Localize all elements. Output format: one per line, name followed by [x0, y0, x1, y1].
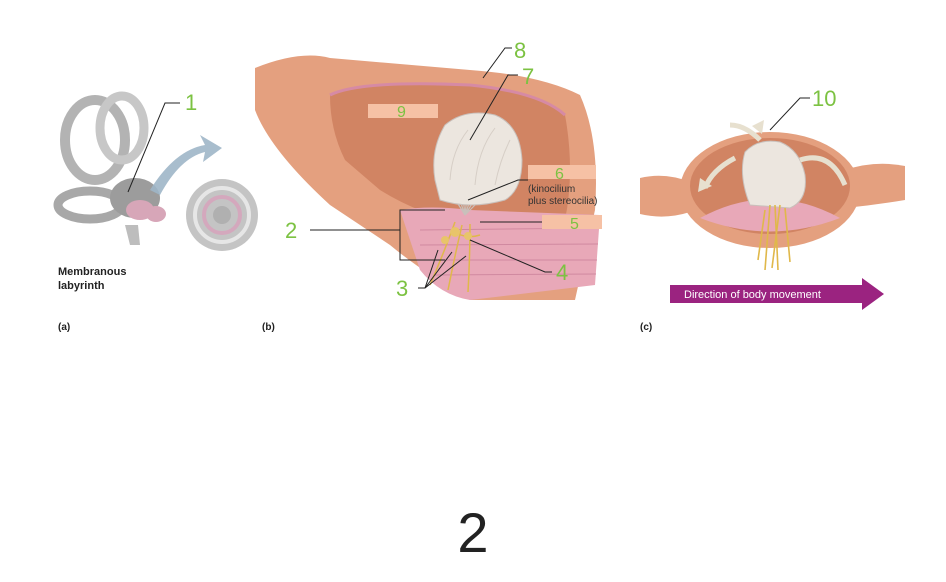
semicircular-canal-posterior: [95, 91, 149, 165]
label-1: 1: [185, 90, 197, 115]
label-4: 4: [556, 260, 568, 285]
duct-left: [640, 175, 690, 217]
leader-line-3b: [424, 251, 453, 289]
leader-line-1: [127, 102, 180, 193]
flow-arrow-right: [799, 155, 848, 187]
membranous-lining: [329, 82, 567, 117]
panel-b-ampulla: 9 6 (kinocilium plus stereocilia) 5 8 7 …: [255, 38, 602, 333]
caption-membranous: Membranous: [58, 266, 126, 278]
panel-a-tag: (a): [58, 322, 70, 333]
label-9: 9: [397, 104, 406, 121]
label-5: 5: [570, 216, 579, 233]
label-box-6: [528, 165, 596, 179]
leader-line-8: [482, 47, 512, 79]
saccule: [146, 206, 166, 222]
leader-line-6: [467, 179, 528, 201]
leader-line-10: [769, 97, 810, 131]
hair-cell: [450, 227, 460, 237]
cupula: [433, 112, 523, 206]
bracket-2: [399, 209, 445, 261]
leader-line-4: [469, 239, 552, 273]
cupula-c: [741, 140, 806, 209]
label-6: 6: [555, 166, 564, 183]
label-6-note-1: (kinocilium: [528, 184, 575, 195]
label-6-note-2: plus stereocilia): [528, 196, 597, 207]
label-2: 2: [285, 218, 297, 243]
label-box-5: [542, 215, 602, 229]
movement-arrow-text: Direction of body movement: [684, 289, 821, 301]
duct-right: [845, 163, 905, 208]
panel-b-tag: (b): [262, 322, 275, 333]
label-3: 3: [396, 276, 408, 301]
panel-a-labyrinth: 1 Membranous labyrinth (a): [53, 90, 258, 333]
panel-c-tag: (c): [640, 322, 652, 333]
leader-line-7: [469, 74, 518, 141]
label-box-9: [368, 104, 438, 118]
label-7: 7: [522, 64, 534, 89]
nerve-c: [757, 204, 791, 271]
panel-c-movement: 10 Direction of body movement (c): [640, 86, 905, 333]
card-number: 2: [457, 501, 489, 564]
flow-arrow-top: [729, 122, 762, 142]
caption-labyrinth: labyrinth: [58, 280, 105, 292]
callout-arrow: [150, 135, 222, 195]
leader-line-3c: [424, 255, 467, 289]
semicircular-canal-anterior: [60, 95, 130, 185]
label-8: 8: [514, 38, 526, 63]
movement-arrow: [670, 278, 884, 310]
label-10: 10: [812, 86, 836, 111]
endolymphatic-duct: [125, 225, 140, 245]
